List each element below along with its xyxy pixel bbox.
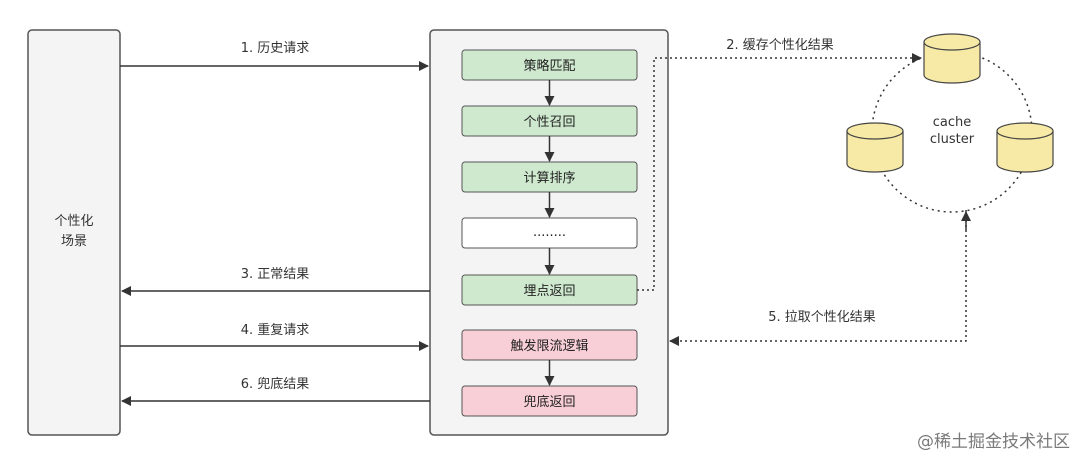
step-fallback-return: 兜底返回 <box>461 385 638 417</box>
step-tracking-return: 埋点返回 <box>461 274 638 306</box>
step-box <box>461 385 638 417</box>
flow-5-arrow <box>669 210 967 346</box>
flow-1-label: 1. 历史请求 <box>241 41 310 56</box>
scene-panel <box>27 29 121 436</box>
step-label: 计算排序 <box>523 171 575 186</box>
watermark: @稀土掘金技术社区 <box>917 432 1070 452</box>
step-label: 兜底返回 <box>523 394 575 410</box>
step-ellipsis: ........ <box>461 217 638 249</box>
flow-4-label: 4. 重复请求 <box>241 322 310 338</box>
flow-3-label: 3. 正常结果 <box>241 267 310 282</box>
scene-title-line-2: 场景 <box>61 234 87 249</box>
database-icon <box>846 122 904 173</box>
flow-2-label: 2. 缓存个性化结果 <box>726 38 834 53</box>
step-strategy-match: 策略匹配 <box>461 49 638 81</box>
step-trigger-ratelimit: 触发限流逻辑 <box>461 329 638 361</box>
database-icon <box>996 122 1054 173</box>
database-icon <box>923 33 981 84</box>
cache-label-line-1: cache <box>933 115 972 130</box>
step-label: ........ <box>533 225 566 240</box>
step-label: 个性召回 <box>523 115 575 130</box>
scene-title-line-1: 个性化 <box>54 214 93 229</box>
cache-label-line-2: cluster <box>930 132 975 147</box>
step-label: 触发限流逻辑 <box>510 338 588 354</box>
step-personal-recall: 个性召回 <box>461 105 638 137</box>
flow-6-label: 6. 兜底结果 <box>241 376 310 392</box>
flow-2-arrow <box>637 53 922 291</box>
step-compute-rank: 计算排序 <box>461 161 638 193</box>
step-label: 埋点返回 <box>523 284 575 299</box>
flow-5-label: 5. 拉取个性化结果 <box>768 310 876 325</box>
cache-cluster: cache cluster <box>846 33 1054 213</box>
step-label: 策略匹配 <box>523 58 575 74</box>
